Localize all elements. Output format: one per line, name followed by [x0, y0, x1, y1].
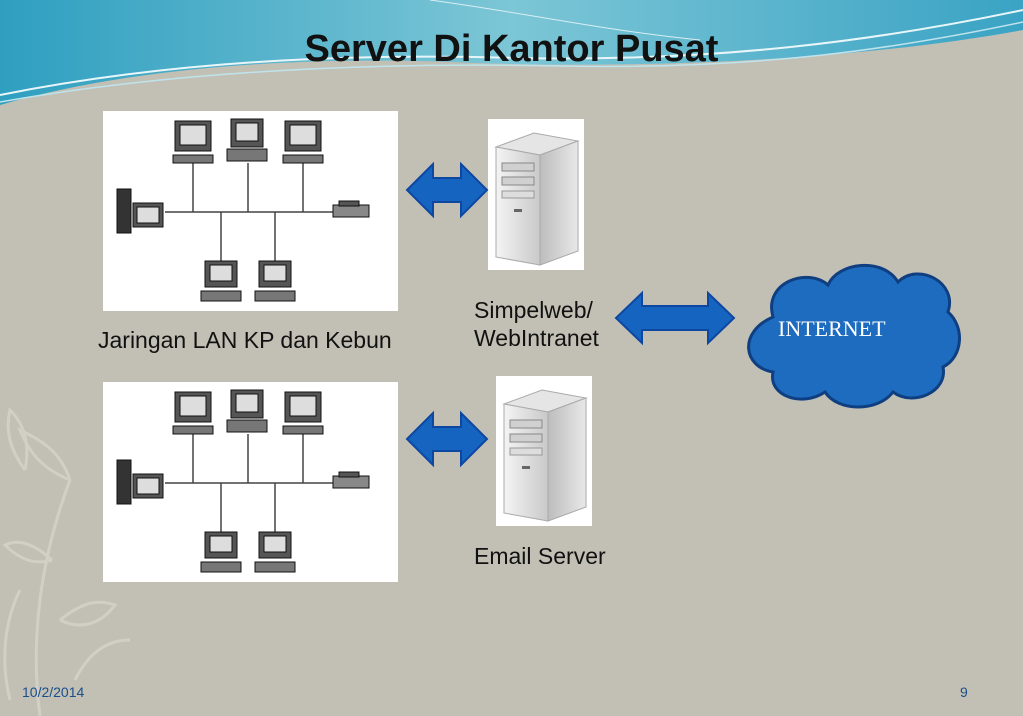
web-server-image	[488, 119, 584, 270]
web-server-caption: Simpelweb/ WebIntranet	[474, 296, 599, 352]
lan-network-icon	[116, 118, 370, 302]
web-server-caption-line2: WebIntranet	[474, 325, 599, 351]
email-server-image	[496, 376, 592, 526]
lan-diagram-top	[103, 111, 398, 311]
internet-cloud-label: INTERNET	[778, 316, 886, 341]
double-arrow-icon	[405, 161, 489, 219]
lan-diagram-bottom	[103, 382, 398, 582]
lan-network-icon	[116, 389, 370, 573]
double-arrow-icon	[614, 290, 736, 346]
email-server-caption: Email Server	[474, 543, 606, 569]
lan-caption: Jaringan LAN KP dan Kebun	[98, 327, 392, 353]
double-arrow-icon	[405, 410, 489, 468]
internet-cloud	[747, 264, 961, 409]
page-number: 9	[960, 684, 968, 700]
footer-date: 10/2/2014	[22, 684, 85, 700]
server-tower-icon	[494, 132, 580, 266]
web-server-caption-line1: Simpelweb/	[474, 297, 593, 323]
server-tower-icon	[502, 389, 588, 522]
page-title: Server Di Kantor Pusat	[304, 28, 719, 70]
